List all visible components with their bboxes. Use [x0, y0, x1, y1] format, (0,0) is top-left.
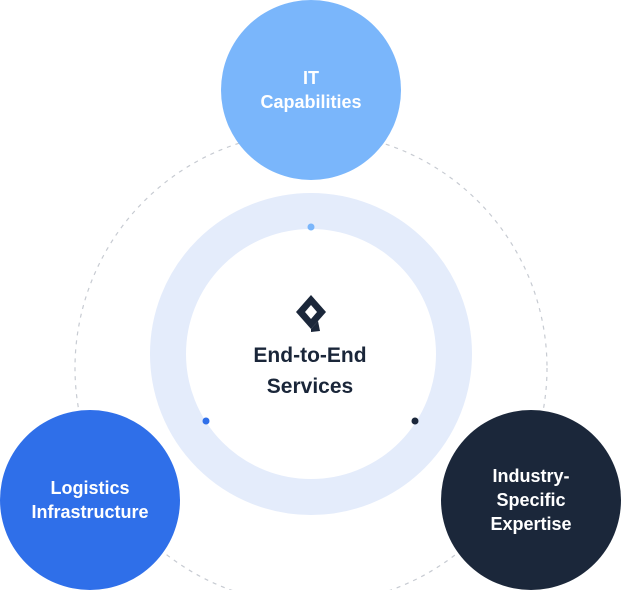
node-label-line: Expertise: [490, 514, 572, 534]
dashed-orbit: [74, 131, 548, 590]
center-title: End-to-End Services: [210, 340, 410, 402]
node-label-line: Capabilities: [260, 92, 362, 112]
node-industry-specific-expertise: Industry- Specific Expertise: [441, 410, 621, 590]
node-label-line: Specific: [496, 490, 566, 510]
node-it-capabilities: IT Capabilities: [221, 0, 401, 180]
services-ring: [150, 193, 472, 515]
node-label-line: Infrastructure: [31, 502, 149, 522]
ring-dot-left: [202, 417, 210, 425]
center-title-line2: Services: [266, 375, 354, 398]
center-title-line1: End-to-End: [253, 344, 367, 367]
ring-dot-top: [307, 223, 315, 231]
ring-dot-right: [411, 417, 419, 425]
node-logistics-infrastructure: Logistics Infrastructure: [0, 410, 180, 590]
diamond-logo-icon: [296, 295, 326, 332]
node-label-line: IT: [303, 68, 319, 88]
node-label-line: Industry-: [492, 466, 570, 486]
node-label-line: Logistics: [50, 478, 130, 498]
